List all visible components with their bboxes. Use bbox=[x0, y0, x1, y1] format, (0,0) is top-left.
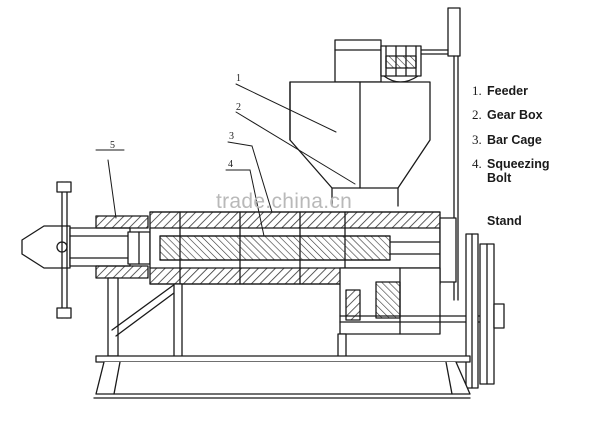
legend-label-continuation: Bolt bbox=[487, 171, 512, 185]
callout-2: 2 bbox=[236, 102, 241, 113]
callout-4: 4 bbox=[228, 159, 233, 170]
leader-lines bbox=[95, 83, 356, 237]
legend-label: Stand bbox=[487, 214, 522, 228]
legend-num: 4. bbox=[472, 156, 482, 171]
legend-item-gear-box: 2. Gear Box bbox=[472, 107, 543, 123]
legend-label: Squeezing bbox=[487, 157, 550, 171]
callout-1: 1 bbox=[236, 73, 241, 84]
feeder-hopper bbox=[289, 81, 431, 207]
squeezing-bolt bbox=[159, 235, 441, 261]
legend-label: Feeder bbox=[487, 84, 528, 98]
callout-3: 3 bbox=[229, 131, 234, 142]
legend-label: Bar Cage bbox=[487, 133, 542, 147]
legend-num: 1. bbox=[472, 83, 482, 98]
watermark-text: trade.china.cn bbox=[216, 190, 353, 213]
callout-5: 5 bbox=[110, 140, 115, 151]
legend-num: 3. bbox=[472, 132, 482, 147]
legend-item-squeezing-bolt: 4. Squeezing bbox=[472, 156, 550, 172]
stand-frame bbox=[93, 277, 471, 399]
discharge-nozzle bbox=[21, 181, 151, 319]
legend-item-bar-cage: 3. Bar Cage bbox=[472, 132, 542, 148]
gear-box bbox=[334, 39, 422, 83]
legend-item-stand: Stand bbox=[472, 214, 522, 228]
legend-num: 2. bbox=[472, 107, 482, 122]
gear-housing bbox=[339, 217, 501, 335]
bar-cage bbox=[95, 211, 441, 285]
pulley bbox=[465, 233, 505, 389]
legend-label: Gear Box bbox=[487, 108, 543, 122]
legend-item-feeder: 1. Feeder bbox=[472, 83, 528, 99]
